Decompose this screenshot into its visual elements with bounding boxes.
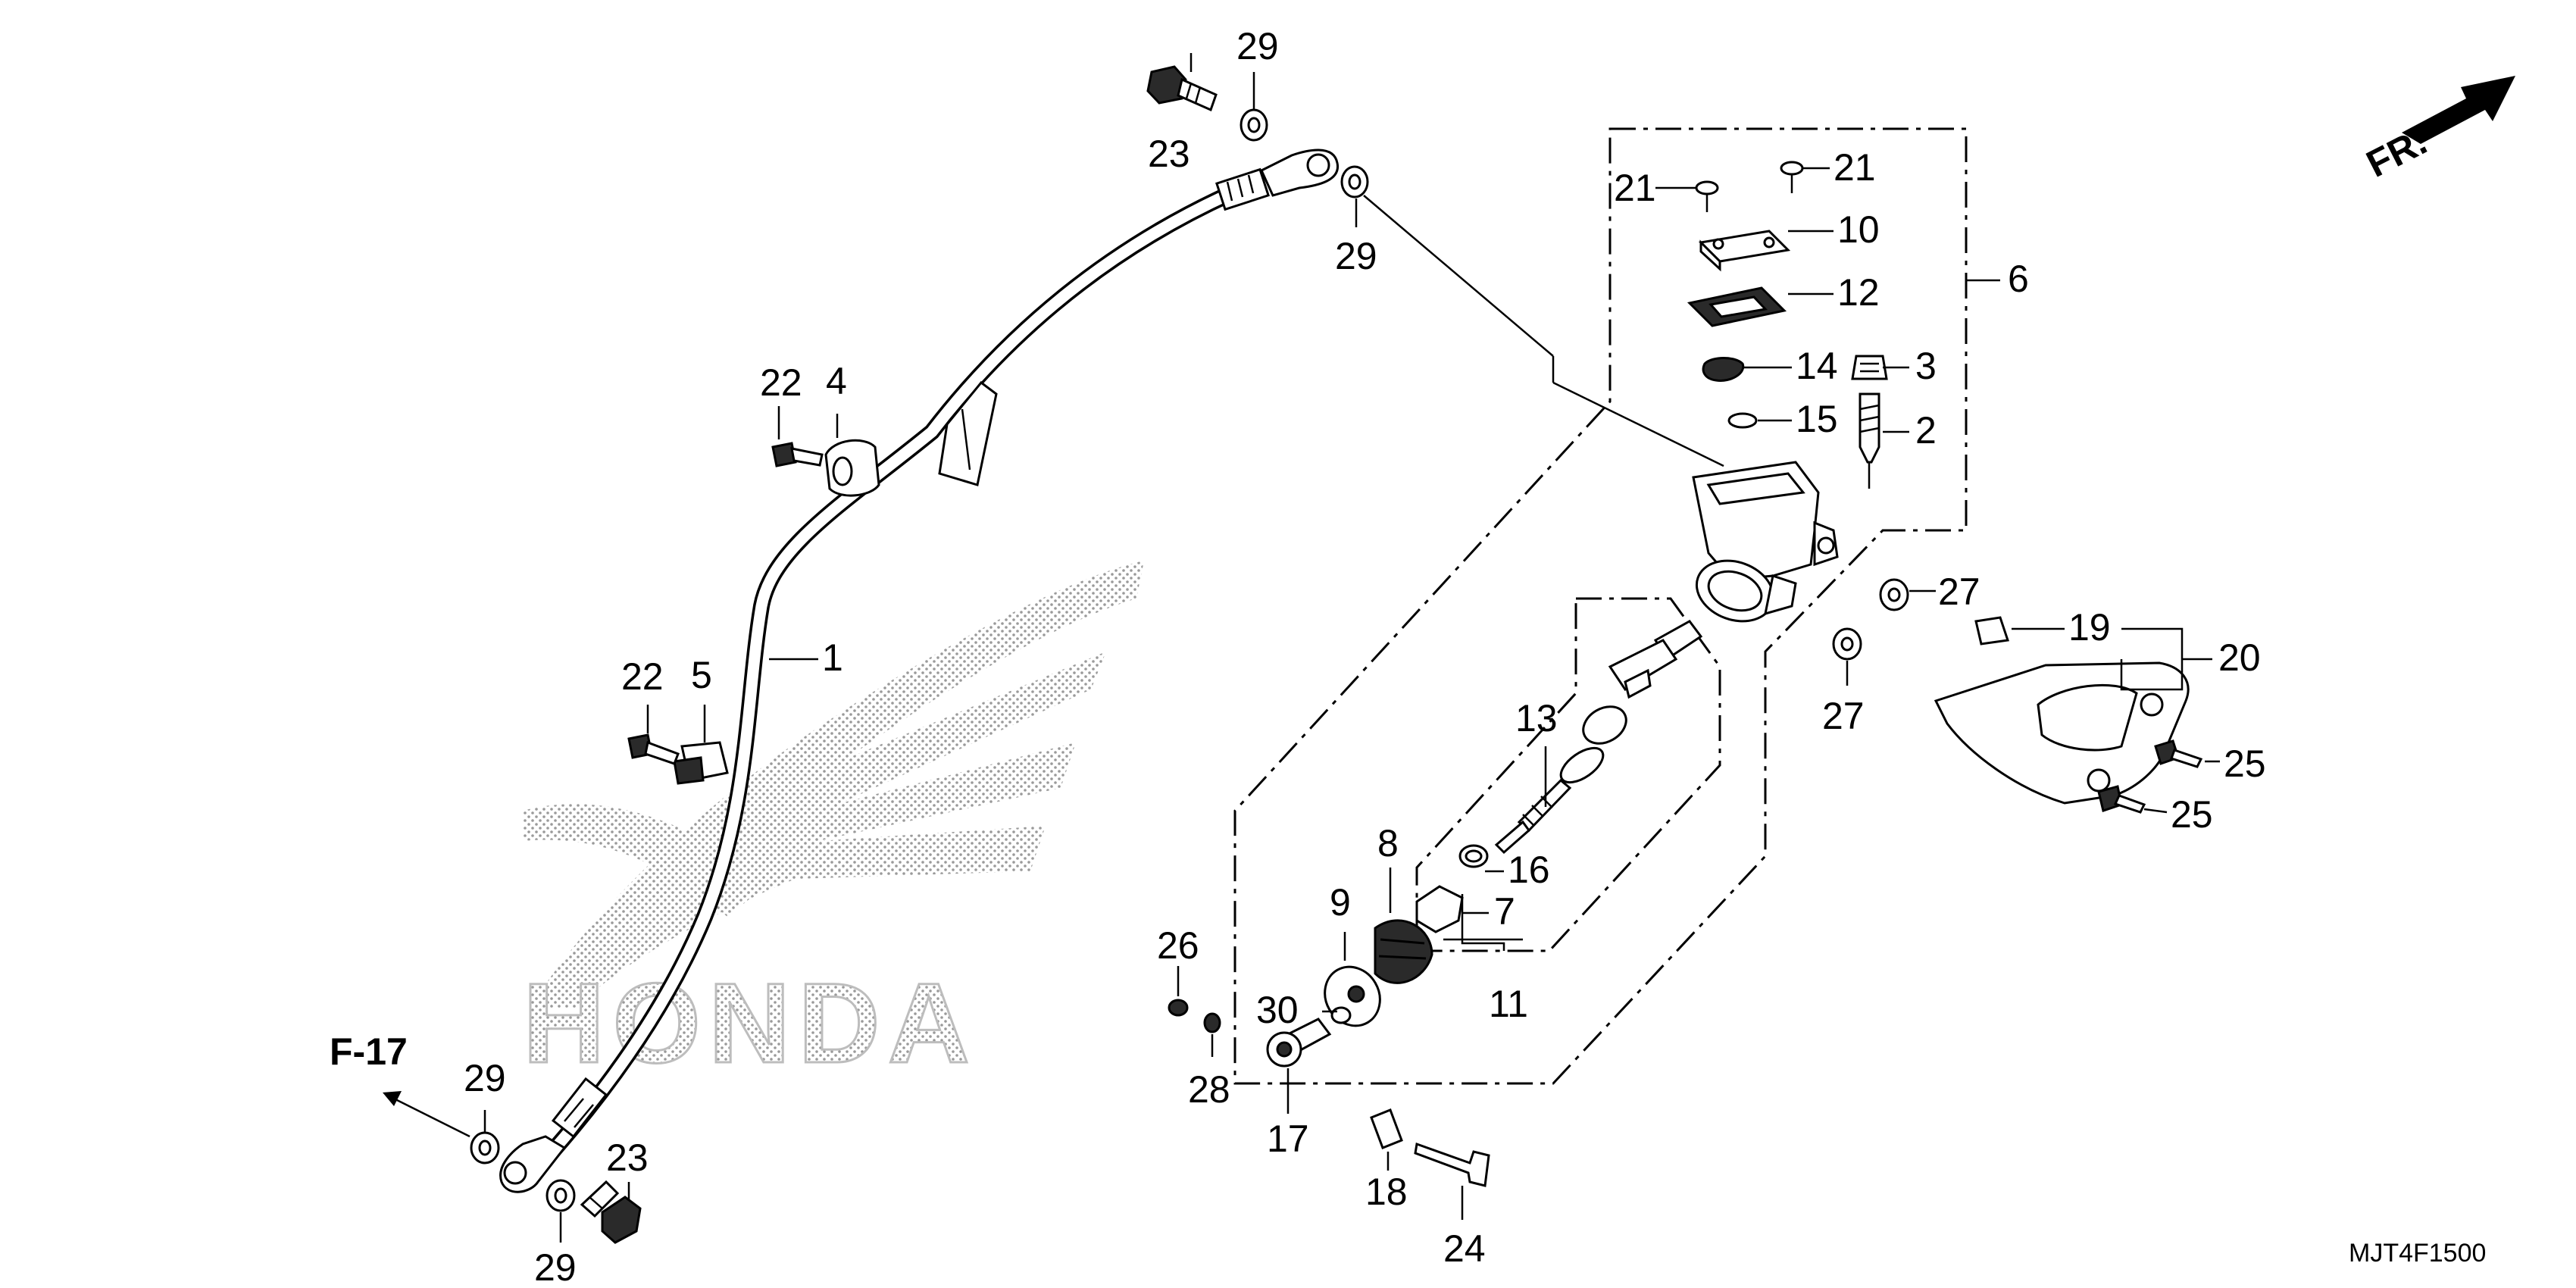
collar-washer-b	[1832, 627, 1862, 661]
reservoir-diaphragm	[1687, 286, 1787, 327]
master-cylinder-guard	[1934, 661, 2190, 805]
piston	[1582, 620, 1703, 745]
callout-9: 9	[1330, 881, 1351, 924]
joint-pin	[1414, 1142, 1490, 1187]
push-rod-boot	[1559, 746, 1605, 784]
collar-washer-a	[1879, 578, 1909, 611]
snap-ring	[1458, 844, 1489, 868]
watermark-text: HONDA	[523, 959, 977, 1086]
callout-27-lower: 27	[1822, 695, 1865, 737]
callout-18: 18	[1365, 1171, 1408, 1213]
bleeder-valve	[1859, 392, 1880, 489]
callout-29-top: 29	[1236, 25, 1279, 67]
clamp-bolt-lower	[627, 733, 680, 765]
callout-5: 5	[691, 654, 712, 696]
reservoir-cap	[1698, 230, 1791, 272]
callout-26: 26	[1157, 924, 1199, 967]
callout-1: 1	[822, 636, 843, 679]
grommet	[1974, 616, 2009, 646]
callout-3: 3	[1915, 345, 1937, 387]
callout-29-left: 29	[464, 1057, 506, 1099]
reservoir-plate	[1702, 357, 1745, 382]
callout-labels: 1 2 3 4 5 6 7 8 9 10 11 12 13 14 15 16 1…	[464, 25, 2266, 1288]
brake-hose	[499, 148, 1339, 1193]
callout-25-upper: 25	[2224, 742, 2266, 785]
collar	[1330, 1006, 1352, 1024]
callout-16: 16	[1508, 849, 1550, 891]
callout-12: 12	[1837, 271, 1880, 314]
bleeder-cap	[1851, 355, 1888, 380]
sealing-washer-lower-a	[470, 1131, 500, 1165]
callout-19: 19	[2068, 606, 2111, 649]
callout-11: 11	[1489, 983, 1528, 1025]
lock-nut	[1168, 999, 1189, 1017]
sealing-washer-upper-b	[1340, 165, 1369, 199]
callout-30: 30	[1256, 989, 1299, 1031]
callout-6: 6	[2008, 258, 2029, 300]
callout-7: 7	[1494, 890, 1515, 933]
banjo-bolt-upper	[1146, 65, 1218, 112]
callout-24: 24	[1443, 1227, 1486, 1270]
callout-22-lower: 22	[621, 655, 664, 698]
callout-14: 14	[1796, 345, 1838, 387]
diagram-code: MJT4F1500	[2349, 1239, 2486, 1268]
master-cylinder-body	[1692, 461, 1839, 623]
washer-small	[1203, 1012, 1221, 1033]
sealing-washer-upper-a	[1240, 108, 1268, 142]
guard-bolt-a	[2154, 739, 2203, 768]
clamp-bolt-upper	[771, 442, 824, 467]
callout-20: 20	[2218, 636, 2261, 679]
joint-pin-sleeve	[1370, 1108, 1403, 1149]
callout-2: 2	[1915, 409, 1937, 452]
callout-21-right: 21	[1834, 146, 1876, 189]
reservoir-o-ring	[1727, 412, 1758, 429]
callout-25-lower: 25	[2171, 793, 2213, 836]
joint	[1266, 1018, 1332, 1068]
callout-29-upper: 29	[1335, 235, 1377, 277]
guard-bolt-b	[2097, 785, 2146, 814]
callout-29-bottom: 29	[534, 1246, 577, 1288]
leader-lines	[483, 53, 2220, 1243]
push-rod	[1494, 778, 1572, 855]
cap-screw-b	[1780, 161, 1804, 193]
hose-clamp-upper	[824, 439, 880, 497]
callout-28: 28	[1188, 1068, 1230, 1111]
callout-22-upper: 22	[760, 361, 802, 404]
reference-arrow-icon	[383, 1091, 470, 1138]
cap-screw-a	[1695, 180, 1719, 212]
hose-clamp-lower	[673, 741, 729, 785]
joint-nut	[1415, 885, 1464, 933]
callout-21-left: 21	[1614, 167, 1656, 209]
reference-label: F-17	[330, 1030, 408, 1073]
banjo-bolt-lower	[580, 1180, 642, 1244]
callout-23-lower: 23	[606, 1136, 649, 1179]
callout-13: 13	[1515, 697, 1558, 739]
callout-4: 4	[826, 360, 847, 402]
callout-23-upper: 23	[1148, 133, 1190, 175]
sealing-washer-lower-b	[546, 1179, 576, 1212]
callout-8: 8	[1377, 822, 1399, 864]
callout-27-right: 27	[1938, 571, 1980, 613]
callout-17: 17	[1267, 1118, 1309, 1160]
honda-wing-logo-icon	[523, 561, 1144, 1008]
callout-10: 10	[1837, 208, 1880, 251]
front-direction-arrow-icon	[2402, 76, 2515, 144]
spring	[1374, 919, 1433, 984]
callout-15: 15	[1796, 398, 1838, 440]
